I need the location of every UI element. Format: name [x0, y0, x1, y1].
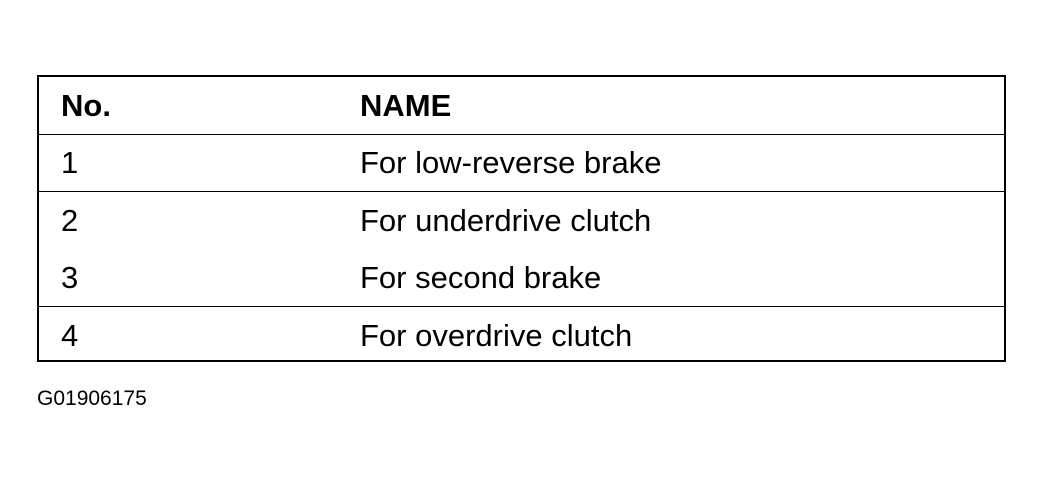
column-header-name: NAME: [360, 87, 452, 123]
row-number: 2: [61, 203, 79, 239]
row-number: 3: [61, 260, 79, 296]
table-row: 3 For second brake: [39, 250, 1004, 307]
row-number: 4: [61, 318, 79, 354]
row-name: For overdrive clutch: [360, 318, 633, 354]
table-header-row: No. NAME: [39, 77, 1004, 135]
row-name: For second brake: [360, 260, 602, 296]
figure-id-label: G01906175: [37, 387, 147, 410]
table-row: 1 For low-reverse brake: [39, 135, 1004, 192]
table-row: 4 For overdrive clutch: [39, 307, 1004, 365]
table-row: 2 For underdrive clutch: [39, 192, 1004, 250]
row-number: 1: [61, 145, 79, 181]
parts-table: No. NAME 1 For low-reverse brake 2 For u…: [37, 75, 1006, 362]
column-header-no: No.: [61, 87, 111, 123]
row-name: For low-reverse brake: [360, 145, 662, 181]
row-name: For underdrive clutch: [360, 203, 652, 239]
